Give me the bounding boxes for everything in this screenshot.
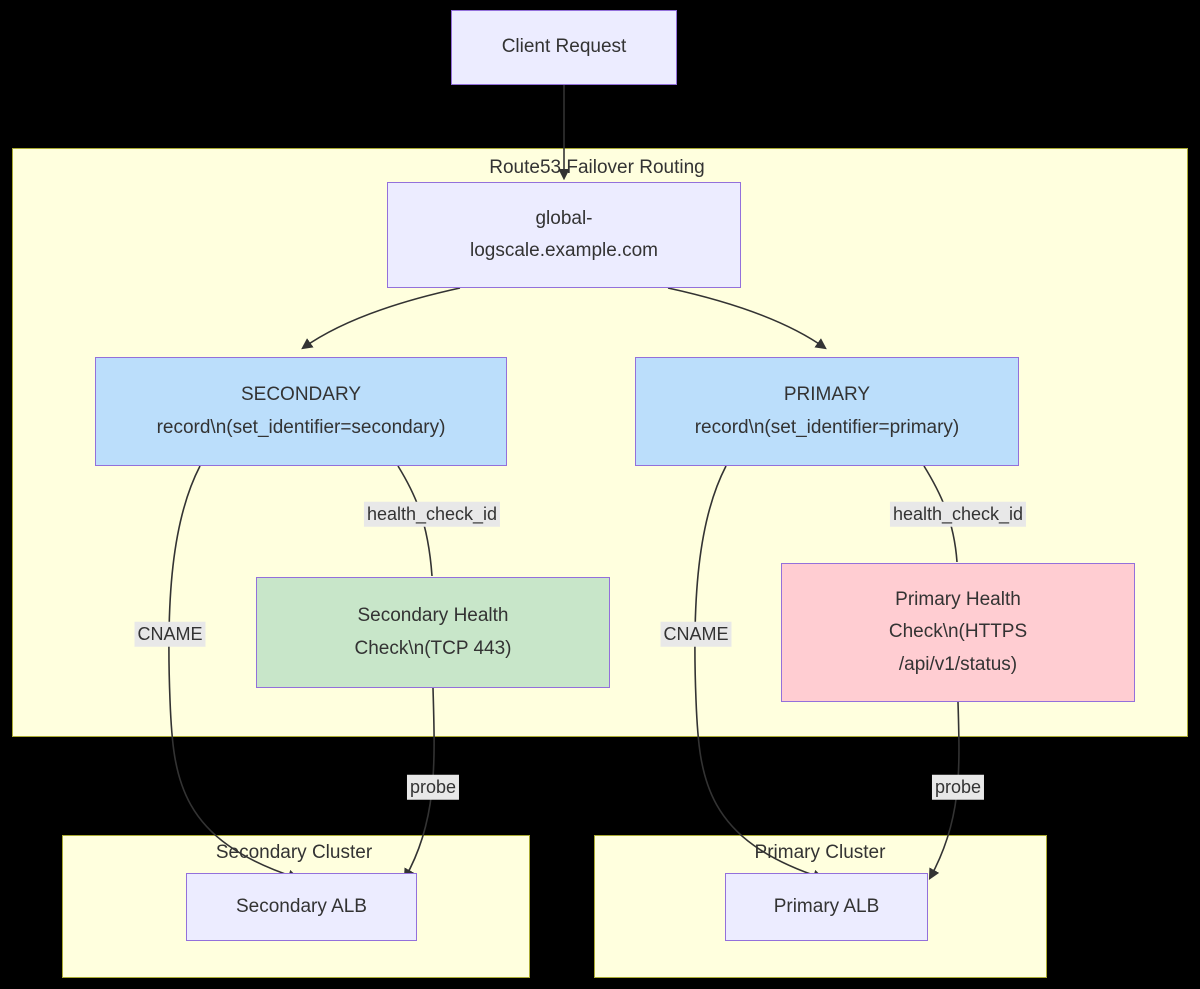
node-secondary-record-line1: SECONDARY: [240, 384, 361, 406]
node-domain-line2: logscale.example.com: [470, 240, 658, 261]
node-client-request-label: Client Request: [501, 36, 627, 58]
cluster-label-route53: Route53 Failover Routing: [489, 157, 705, 178]
node-secondary-health-check-line2: Check\n(TCP 443): [354, 637, 512, 659]
cluster-label-secondary: Secondary Cluster: [215, 842, 373, 863]
edge-label-secondary-cname: CNAME: [134, 621, 206, 647]
node-client-request[interactable]: Client Request: [451, 10, 677, 85]
node-primary-alb-label: Primary ALB: [773, 895, 880, 917]
node-primary-health-check-line2: Check\n(HTTPS: [888, 621, 1028, 643]
node-secondary-record-line2: record\n(set_identifier=secondary): [156, 416, 446, 438]
node-secondary-record[interactable]: SECONDARY record\n(set_identifier=second…: [95, 357, 507, 466]
node-secondary-alb[interactable]: Secondary ALB: [186, 873, 417, 941]
node-domain-line1: global-: [535, 207, 593, 229]
node-primary-health-check-line1: Primary Health: [895, 589, 1021, 611]
edge-label-primary-cname: CNAME: [660, 621, 732, 647]
cluster-label-primary: Primary Cluster: [754, 842, 886, 863]
node-primary-record-line2: record\n(set_identifier=primary): [694, 416, 960, 438]
edge-label-secondary-probe: probe: [406, 774, 460, 800]
node-primary-alb[interactable]: Primary ALB: [725, 873, 928, 941]
edge-label-primary-probe: probe: [931, 774, 985, 800]
edge-label-secondary-health-check-id: health_check_id: [363, 501, 501, 527]
edge-label-primary-health-check-id: health_check_id: [889, 501, 1027, 527]
node-domain[interactable]: global- logscale.example.com: [387, 182, 741, 288]
node-primary-health-check[interactable]: Primary Health Check\n(HTTPS /api/v1/sta…: [781, 563, 1135, 702]
node-secondary-health-check[interactable]: Secondary Health Check\n(TCP 443): [256, 577, 610, 688]
node-primary-health-check-line3: /api/v1/status): [898, 653, 1018, 675]
node-primary-record-line1: PRIMARY: [783, 384, 871, 406]
node-secondary-alb-label: Secondary ALB: [236, 895, 367, 917]
node-primary-record[interactable]: PRIMARY record\n(set_identifier=primary): [635, 357, 1019, 466]
node-secondary-health-check-line1: Secondary Health: [357, 605, 509, 627]
